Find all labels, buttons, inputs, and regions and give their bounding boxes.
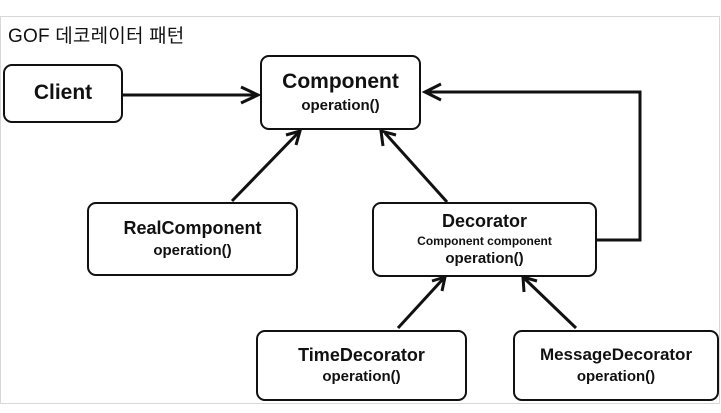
decorator-box: Decorator Component component operation(… [372,202,597,277]
client-box: Client [3,64,123,123]
message-decorator-operation: operation() [576,367,656,385]
time-decorator-to-decorator-arrowhead [431,274,448,292]
decorator-operation: operation() [445,250,524,268]
decorator-aggregation-arrowhead [421,82,442,102]
diagram-frame [0,16,720,404]
component-operation: operation() [301,96,380,114]
client-to-component-arrowhead [240,85,262,105]
real-component-to-component-arrow [230,131,300,203]
real-component-operation: operation() [153,241,232,259]
time-decorator-to-decorator-arrow [396,277,445,330]
time-decorator-operation: operation() [322,368,401,386]
time-decorator-label: TimeDecorator [298,344,425,365]
real-component-label: RealComponent [123,218,262,239]
real-component-to-component-arrowhead [285,128,303,146]
client-label: Client [33,81,93,105]
time-decorator-box: TimeDecorator operation() [256,330,467,401]
real-component-box: RealComponent operation() [87,202,298,276]
message-decorator-to-decorator-arrowhead [521,274,538,293]
component-label: Component [282,70,399,94]
decorator-to-component-arrowhead [379,128,397,147]
diagram-title: GOF 데코레이터 패턴 [8,26,185,47]
message-decorator-to-decorator-arrow [523,277,578,330]
decorator-label: Decorator [441,210,528,231]
decorator-to-component-arrow [383,131,449,204]
decorator-field: Component component [417,233,552,248]
component-box: Component operation() [260,55,421,130]
message-decorator-label: MessageDecorator [539,345,693,365]
decorator-aggregation-arrow [425,90,642,242]
message-decorator-box: MessageDecorator operation() [513,330,719,401]
